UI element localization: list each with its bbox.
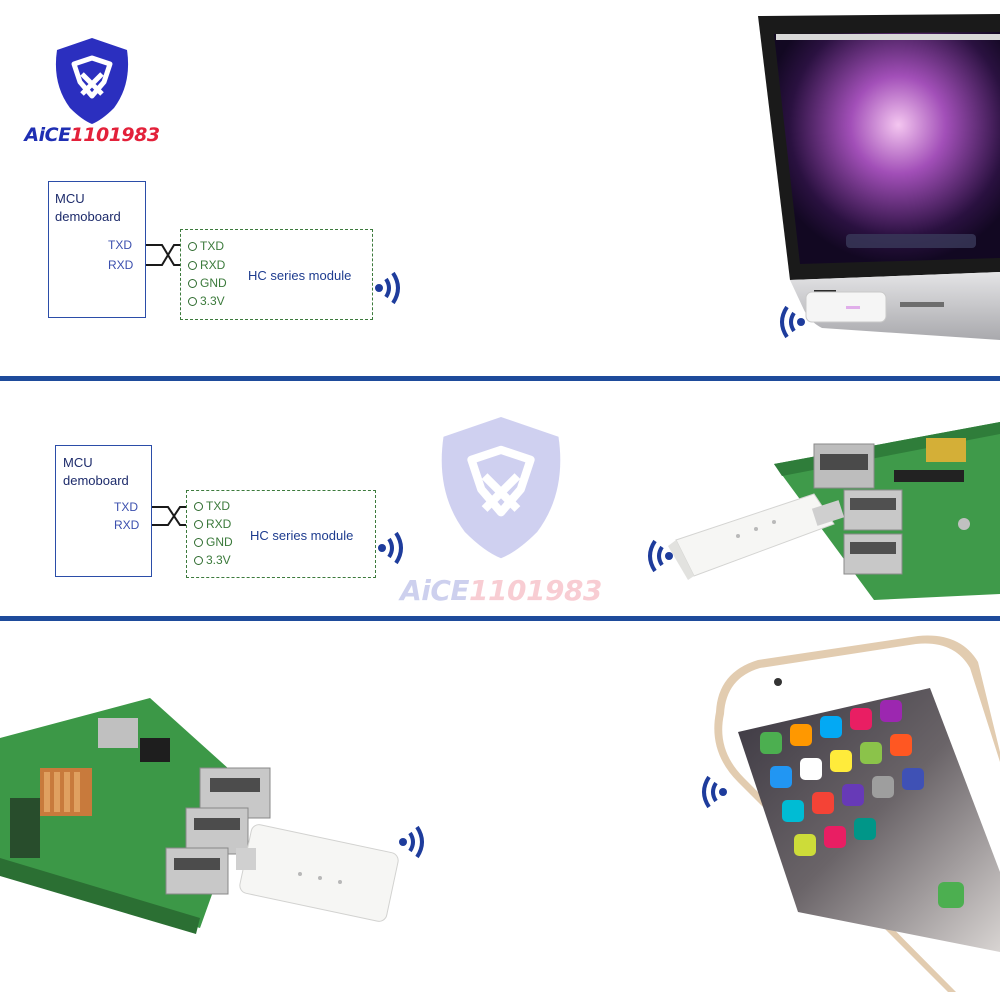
raspberry-pi-photo — [668, 422, 1000, 600]
module-pin-3v3: 3.3V — [188, 294, 225, 308]
panel-laptop: AiCE1101983 MCU demoboard TXD RXD TXD RX… — [0, 0, 1000, 376]
watermark-text-red: 1101983 — [469, 574, 602, 607]
brand-logo: AiCE1101983 — [22, 34, 162, 146]
wireless-signal-icon — [375, 271, 400, 305]
mcu-demoboard-box — [48, 181, 146, 318]
wireless-signal-icon — [378, 531, 403, 565]
brand-shield-icon — [55, 38, 129, 124]
section-divider — [0, 616, 1000, 621]
wireless-signal-icon — [702, 775, 727, 809]
wireless-signal-icon — [648, 539, 673, 573]
mcu-title-line2: demoboard — [63, 473, 129, 488]
logo-text-blue: AiCE — [24, 124, 71, 146]
panel-phone — [0, 624, 1000, 1000]
brand-shield-icon — [441, 417, 561, 559]
logo-text-red: 1101983 — [70, 124, 161, 146]
mcu-demoboard-box — [55, 445, 152, 577]
wireless-signal-icon — [399, 825, 424, 859]
watermark-text-blue: AiCE — [400, 574, 470, 607]
raspberry-pi-photo — [0, 698, 399, 934]
module-pin-rxd: RXD — [194, 517, 231, 531]
mcu-pin-txd: TXD — [114, 500, 138, 514]
laptop-photo — [758, 14, 1000, 340]
mcu-title-line2: demoboard — [55, 209, 121, 224]
mcu-title-line1: MCU — [55, 191, 85, 206]
mcu-pin-rxd: RXD — [114, 518, 140, 532]
module-pin-gnd: GND — [188, 276, 227, 290]
module-pin-gnd: GND — [194, 535, 233, 549]
smartphone-photo — [714, 635, 1000, 992]
module-pin-3v3: 3.3V — [194, 553, 231, 567]
hc-module-box — [180, 229, 373, 320]
module-pin-rxd: RXD — [188, 258, 225, 272]
module-pin-txd: TXD — [194, 499, 230, 513]
section-divider — [0, 376, 1000, 381]
module-name: HC series module — [248, 268, 352, 283]
mcu-pin-rxd: RXD — [108, 258, 134, 272]
watermark-logo: AiCE1101983 — [386, 406, 616, 607]
mcu-pin-txd: TXD — [108, 238, 132, 252]
mcu-title-line1: MCU — [63, 455, 93, 470]
wireless-signal-icon — [780, 305, 805, 339]
hc-module-box — [186, 490, 376, 578]
module-pin-txd: TXD — [188, 239, 224, 253]
panel-raspberry-pi: AiCE1101983 MCU demoboard TXD RXD TXD RX… — [0, 384, 1000, 616]
module-name: HC series module — [250, 528, 354, 543]
